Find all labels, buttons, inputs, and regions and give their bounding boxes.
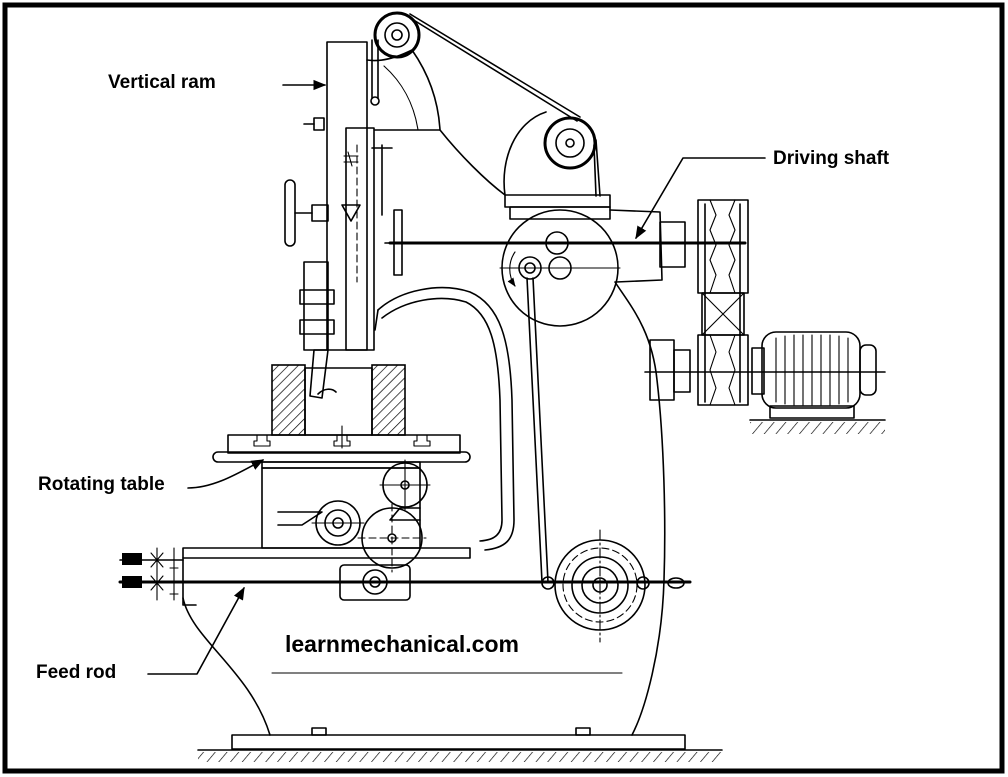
second-pulley-center	[565, 138, 575, 148]
cutting-chip	[317, 388, 337, 395]
connecting-rod-right	[532, 277, 549, 583]
base-plate	[231, 734, 686, 750]
motor-rear-cap	[859, 344, 877, 396]
top-pulley	[373, 11, 421, 59]
belt-drive	[370, 11, 597, 197]
crank-center-hub	[548, 256, 572, 280]
connecting-rod-left	[526, 277, 543, 583]
throat-left-edge	[374, 309, 379, 331]
gear-large	[357, 503, 427, 573]
crank-pin	[518, 256, 542, 280]
feed-mechanism	[118, 547, 692, 606]
workpiece-left	[271, 364, 306, 436]
handwheel-hub	[311, 204, 329, 222]
throat-tube-inner	[381, 297, 503, 542]
leader-driving-shaft	[635, 157, 766, 240]
saddle-dovetail-left	[277, 511, 323, 526]
second-pulley	[543, 116, 597, 170]
motor-ground-hatch	[750, 422, 885, 434]
stepped-v-pulley	[697, 199, 749, 406]
t-slot-right	[413, 434, 431, 447]
column-pulley-side	[595, 139, 601, 197]
machine-base	[182, 597, 723, 762]
floor-hatch	[198, 752, 722, 762]
tool-clamp-lower	[299, 319, 335, 335]
label-feed-rod: Feed rod	[36, 662, 116, 683]
second-pulley-hub	[555, 128, 585, 158]
feed-rod-knob-upper	[122, 553, 142, 565]
ratchet-lever-knob	[667, 577, 685, 589]
label-driving-shaft: Driving shaft	[773, 148, 890, 169]
motor-cooling-ribs	[775, 334, 849, 406]
base-bolt-left	[311, 727, 327, 736]
tool-clamp-upper	[299, 289, 335, 305]
base-left-outline	[182, 597, 271, 736]
cutting-tool	[309, 349, 329, 399]
gear-upper	[379, 459, 431, 511]
belt-upper-strand	[409, 13, 581, 118]
feed-rod-knob-lower	[122, 576, 142, 588]
gearbox-top-flange	[509, 206, 611, 220]
chain-end	[370, 96, 380, 106]
column-right-outline	[614, 281, 666, 736]
watermark-text: learnmechanical.com	[285, 631, 519, 657]
label-vertical-ram: Vertical ram	[108, 72, 216, 93]
crank-mechanism	[499, 209, 685, 643]
ratchet-lever-pivot	[636, 576, 650, 590]
shaft-boss-lower-cap	[673, 349, 691, 393]
top-pulley-hub	[384, 22, 410, 48]
cross-slide-bed	[182, 547, 471, 559]
bed-left-end	[182, 557, 197, 606]
label-rotating-table: Rotating table	[38, 474, 165, 495]
gearbox-housing	[609, 209, 663, 283]
workpiece-right	[371, 364, 406, 436]
belt-down-strand	[593, 144, 597, 197]
saddle-dovetail-right	[389, 507, 421, 521]
ratchet-disc	[554, 529, 646, 643]
ram-bevel-gear	[341, 204, 361, 222]
rotating-table	[227, 434, 461, 454]
leader-feed-rod	[147, 586, 245, 675]
vertical-ram-assembly	[284, 41, 403, 399]
ram-gear-mark	[343, 151, 359, 167]
crank-pin-center	[524, 262, 536, 274]
motor-feet	[769, 405, 855, 419]
column-top-right-outline	[439, 129, 506, 196]
feed-rod-couplings	[150, 547, 179, 601]
motor-front-cap	[751, 347, 765, 395]
drive-train	[384, 199, 886, 434]
machine-column	[366, 49, 691, 736]
belt-upper-strand-inner	[411, 18, 578, 122]
annotations: Vertical ram Driving shaft Rotating tabl…	[36, 72, 890, 683]
throat-tube-outer	[377, 286, 515, 551]
gear-left	[311, 500, 365, 546]
top-pulley-center	[391, 29, 403, 41]
column-upper-arm-inner	[383, 65, 419, 131]
column-upper-arm	[366, 49, 441, 131]
column-hump-outline	[503, 111, 547, 196]
t-slot-left	[253, 434, 271, 447]
crank-rotation-arrow-icon	[507, 251, 516, 287]
electric-motor	[749, 331, 886, 434]
leader-rotating-table	[187, 459, 265, 489]
base-bolt-right	[575, 727, 591, 736]
ram-slide-guide	[345, 127, 375, 351]
